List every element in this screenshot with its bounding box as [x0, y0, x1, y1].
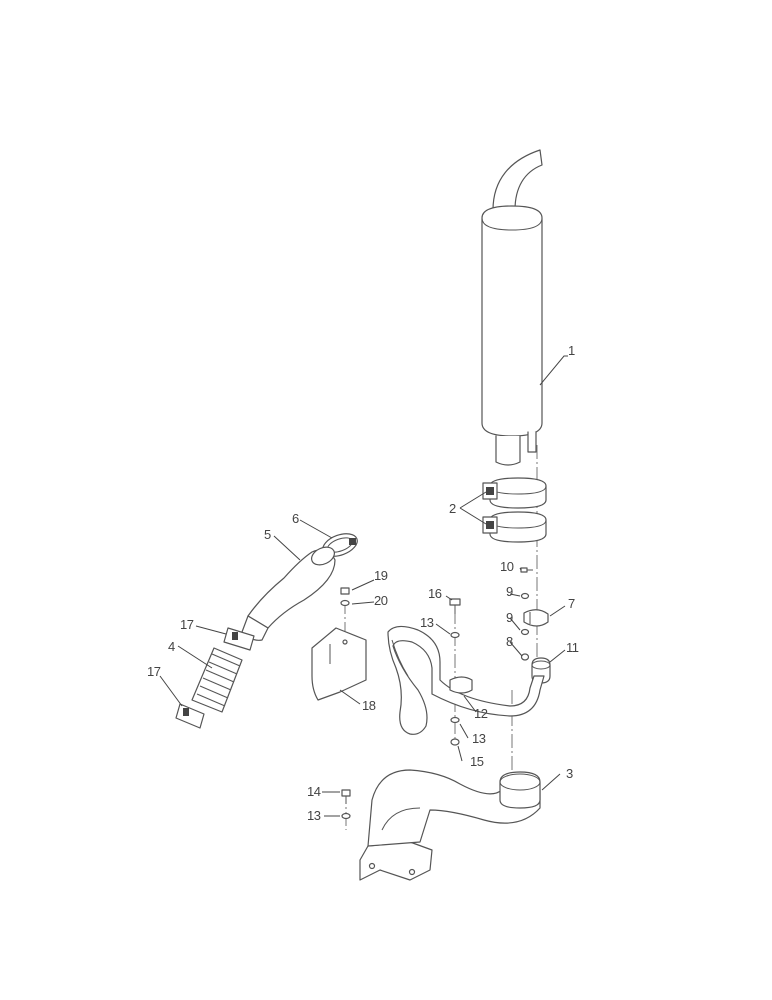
callout-17-lower: 17	[147, 664, 161, 679]
callout-9-lower: 9	[506, 610, 513, 625]
flex-bellows	[191, 647, 243, 713]
leader-lines	[159, 355, 568, 817]
washer-13-base	[341, 812, 351, 820]
callout-13-base: 13	[307, 808, 321, 823]
callout-7: 7	[568, 596, 575, 611]
callout-6: 6	[292, 511, 299, 526]
nut-8	[520, 653, 530, 661]
bolt-16	[449, 598, 461, 614]
callout-16: 16	[428, 586, 442, 601]
callout-13-lower: 13	[472, 731, 486, 746]
strap-clamp	[523, 609, 549, 627]
clamp-upper	[482, 477, 547, 509]
flex-clamp-upper	[223, 627, 255, 651]
exhaust-elbow	[359, 769, 541, 881]
callout-2: 2	[449, 501, 456, 516]
callout-1: 1	[568, 343, 575, 358]
callout-4: 4	[168, 639, 175, 654]
callout-18: 18	[362, 698, 376, 713]
heat-shield	[311, 627, 367, 701]
clamp-lower	[482, 511, 547, 543]
washer-13-upper	[450, 631, 460, 639]
callout-5: 5	[264, 527, 271, 542]
bolt-14	[341, 789, 351, 804]
tail-pipe	[387, 625, 545, 735]
washer-9-upper	[520, 592, 530, 600]
washer-20	[340, 599, 350, 607]
washer-13-lower	[450, 716, 460, 724]
callout-11: 11	[566, 640, 579, 655]
washer-9-lower	[520, 628, 530, 636]
bolt-19	[340, 587, 350, 595]
callout-3: 3	[566, 766, 573, 781]
callout-13-upper: 13	[420, 615, 434, 630]
callout-8: 8	[506, 634, 513, 649]
callout-14: 14	[307, 784, 321, 799]
callout-9-upper: 9	[506, 584, 513, 599]
callout-17-upper: 17	[180, 617, 194, 632]
nut-15	[450, 738, 460, 746]
callout-12: 12	[474, 706, 488, 721]
flex-clamp-lower	[175, 703, 205, 729]
callout-15: 15	[470, 754, 484, 769]
callout-20: 20	[374, 593, 388, 608]
callouts: 1 2 3 4 5 6 7 8 9 9 10 11 12 13 13 13 14…	[147, 343, 579, 823]
callout-19: 19	[374, 568, 388, 583]
bolt-10	[520, 567, 533, 573]
elbow-hose	[241, 546, 336, 641]
callout-10: 10	[500, 559, 514, 574]
muffler	[481, 149, 543, 466]
